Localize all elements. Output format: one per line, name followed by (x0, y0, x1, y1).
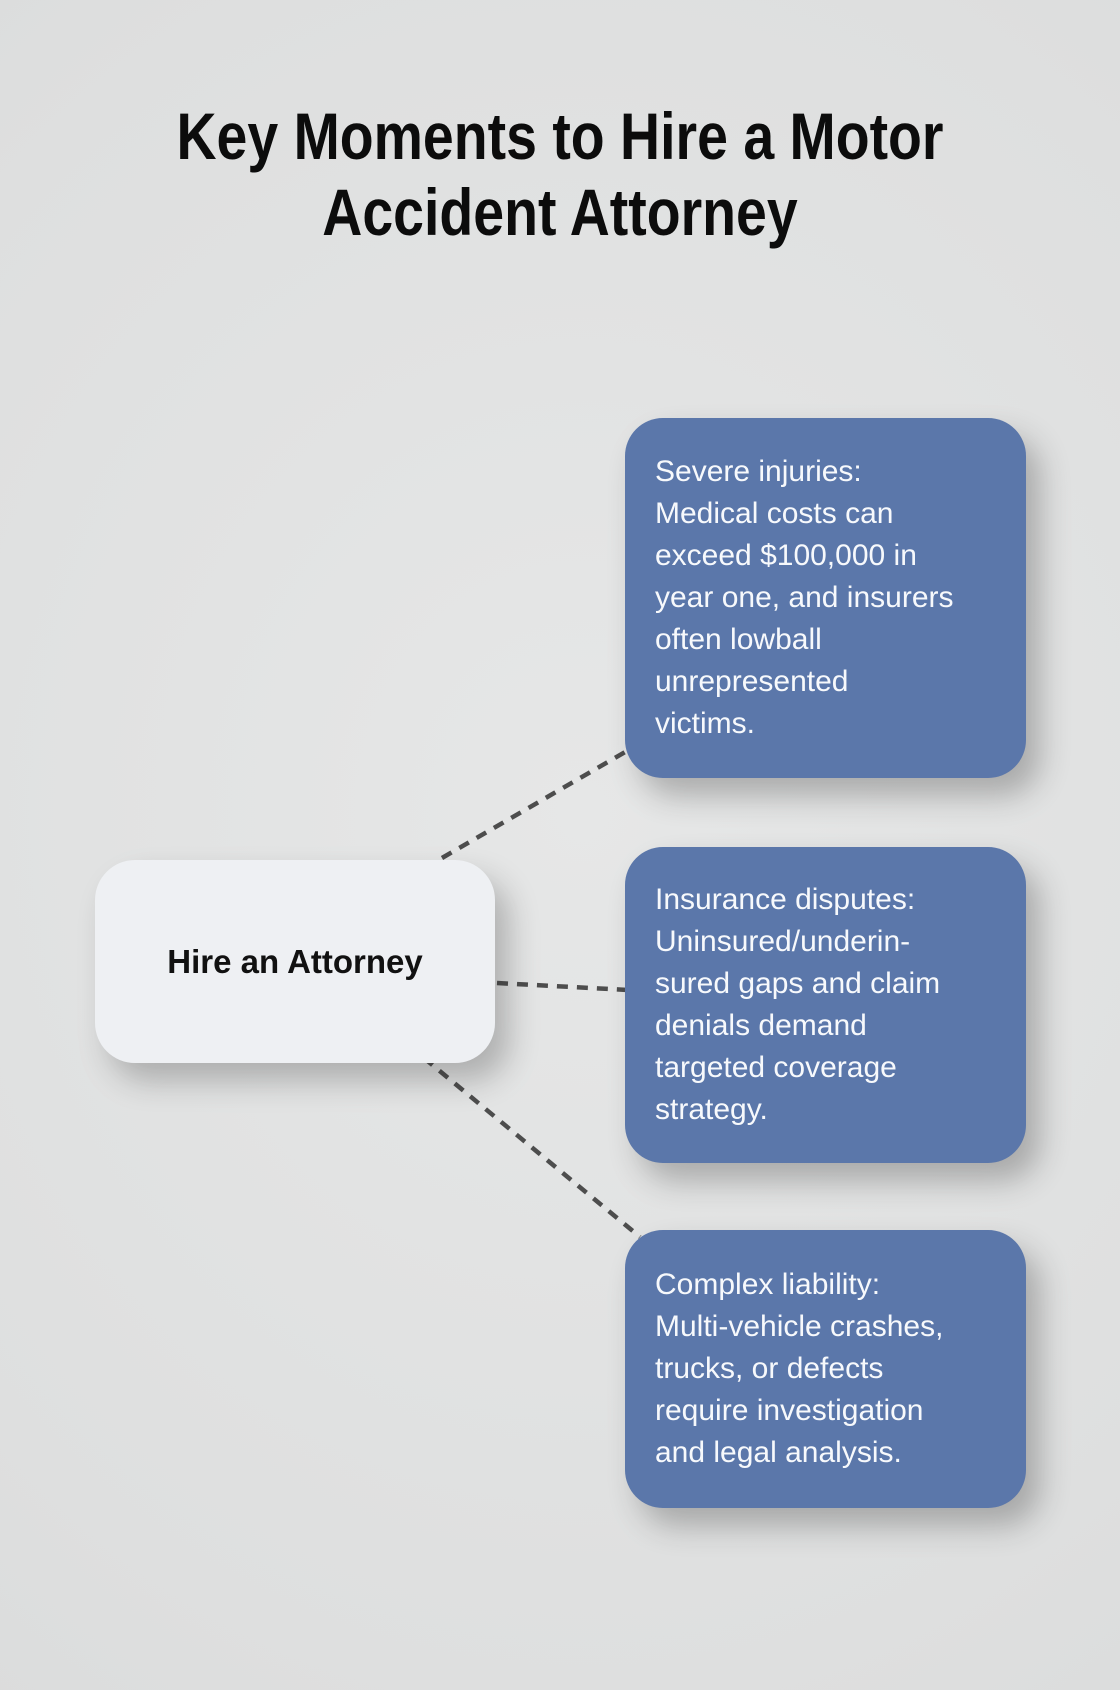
connector-line-severe-injuries (440, 746, 634, 860)
card-severe-injuries: Severe injuries: Medical costs can excee… (625, 418, 1026, 778)
connector-line-insurance-disputes (496, 980, 629, 993)
card-insurance-disputes: Insurance disputes: Uninsured/underin- s… (625, 847, 1026, 1163)
card-insurance-disputes-text: Insurance disputes: Uninsured/underin- s… (655, 883, 941, 1126)
card-severe-injuries-text: Severe injuries: Medical costs can excee… (655, 455, 954, 740)
card-complex-liability: Complex liability: Multi-vehicle crashes… (625, 1230, 1026, 1508)
connector-line-complex-liability (422, 1056, 642, 1239)
card-complex-liability-text: Complex liability: Multi-vehicle crashes… (655, 1268, 944, 1469)
page-title: Key Moments to Hire a Motor Accident Att… (176, 99, 944, 249)
center-node-label: Hire an Attorney (167, 942, 423, 980)
center-node-hire-attorney: Hire an Attorney (95, 860, 495, 1063)
